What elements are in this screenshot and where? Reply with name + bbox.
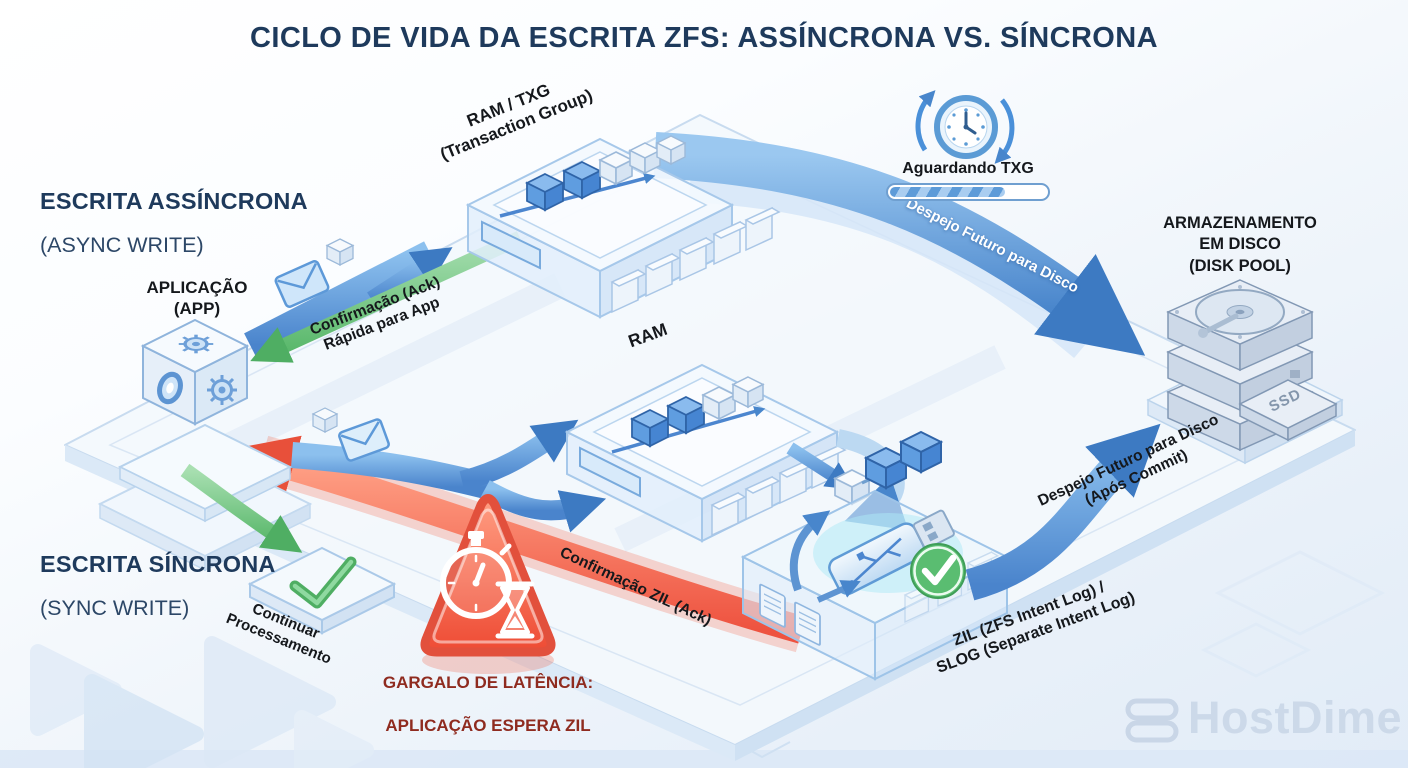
sync-flush-arrow [965,423,1161,601]
sync-write-heading-sub: (SYNC WRITE) [40,596,190,620]
zil-commit-check-icon [910,543,966,599]
data-envelope-icon [338,418,390,462]
latency-warning-label: GARGALO DE LATÊNCIA: APLICAÇÃO ESPERA ZI… [368,651,608,736]
sync-write-heading: ESCRITA SÍNCRONA (SYNC WRITE) [40,533,276,639]
sync-write-arrow [290,408,607,533]
ram-txg-node [465,136,780,319]
async-write-heading: ESCRITA ASSÍNCRONA (ASYNC WRITE) [40,170,308,276]
latency-warning-icon [420,494,556,674]
disk-pool-node: SSD [1146,279,1344,465]
continue-processing-node [247,546,397,635]
gear-icon [205,373,239,407]
app-node-label: APLICAÇÃO (APP) [146,278,248,319]
async-write-heading-main: ESCRITA ASSÍNCRONA [40,188,308,214]
zil-slog-node [740,432,1010,681]
latency-warning-line2: APLICAÇÃO ESPERA ZIL [385,715,591,735]
fast-ack-arrow [250,231,524,363]
hostdime-watermark: HostDime [1124,692,1402,744]
data-envelope-icon [274,260,330,308]
hourglass-icon [495,581,535,639]
async-write-heading-sub: (ASYNC WRITE) [40,233,204,257]
txg-progress-bar [886,183,1050,201]
hostdime-logo-icon [1125,698,1179,743]
log-document-icon [794,601,821,646]
log-document-icon [759,583,786,628]
usb-drive-icon [828,509,955,595]
page-title: CICLO DE VIDA DA ESCRITA ZFS: ASSÍNCRONA… [250,22,1158,54]
txg-progress-fill [890,187,1006,197]
ssd-icon: SSD [1238,379,1338,442]
background-decorations [0,550,1408,768]
latency-warning-line1: GARGALO DE LATÊNCIA: [382,673,594,693]
waiting-txg-label: Aguardando TXG [902,160,1034,177]
disk-pool-node-label: ARMAZENAMENTO EM DISCO (DISK POOL) [1163,214,1317,275]
stopwatch-icon [440,531,512,619]
hostdime-logo-text: HostDime [1188,692,1403,743]
sync-write-heading-main: ESCRITA SÍNCRONA [40,551,276,577]
gear-icon [177,332,215,356]
continue-arrow [180,463,303,553]
waiting-clock-icon [915,90,1015,164]
zil-ack-return-arrow [230,435,809,653]
gear-icon [157,371,183,405]
